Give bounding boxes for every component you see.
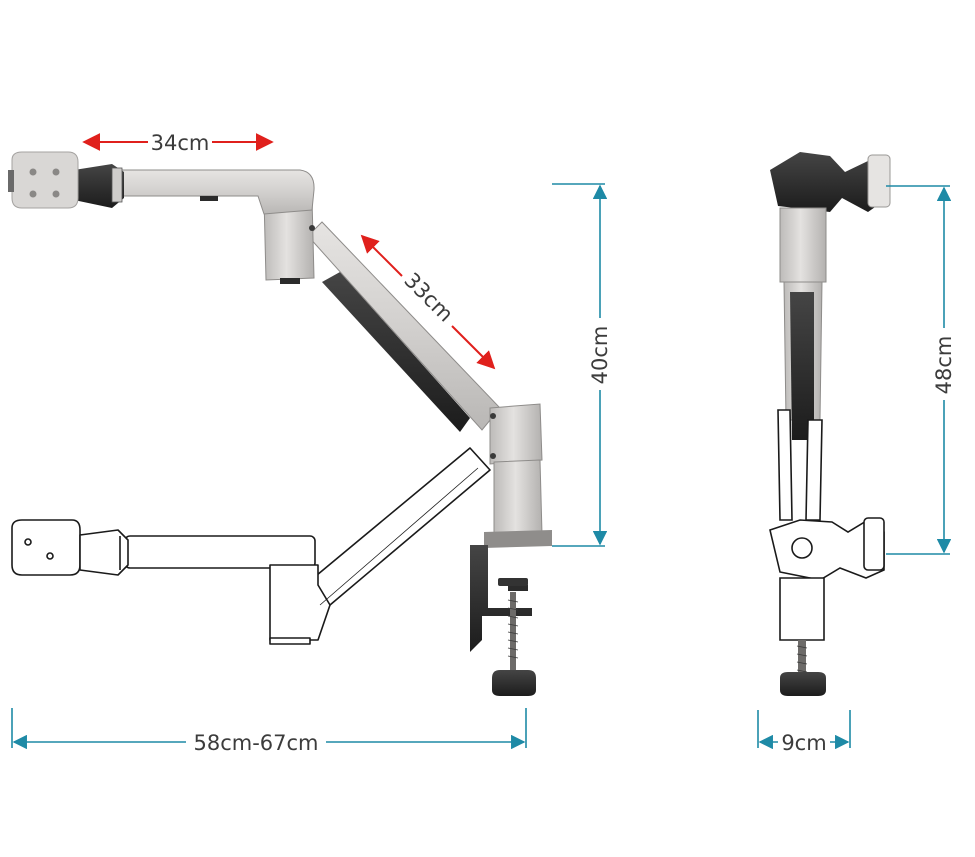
vesa-plate bbox=[11, 151, 79, 209]
pole-column bbox=[493, 459, 543, 537]
lowered-vesa-plate bbox=[11, 519, 81, 576]
side-gas-spring bbox=[790, 292, 814, 440]
gas-spring-cover bbox=[322, 272, 470, 432]
dimension-arm-front-label: 34cm bbox=[151, 131, 210, 155]
dimension-arm-front: 34cm bbox=[82, 131, 274, 155]
dimension-width-side-label: 9cm bbox=[781, 731, 826, 755]
side-view bbox=[769, 152, 891, 696]
dimension-height-side-label: 48cm bbox=[932, 336, 956, 395]
tilt-head bbox=[74, 164, 124, 208]
lowered-upper-arm bbox=[124, 535, 316, 569]
desk-clamp bbox=[470, 545, 536, 696]
side-column bbox=[779, 207, 827, 283]
upper-arm bbox=[119, 169, 315, 215]
dimension-height-side bbox=[886, 185, 952, 555]
dimension-width-total bbox=[11, 708, 527, 750]
clamp-screw bbox=[510, 592, 516, 670]
pole-base-flange bbox=[484, 530, 552, 548]
dimension-width-total-label: 58cm-67cm bbox=[193, 731, 318, 755]
raised-arm bbox=[8, 151, 552, 548]
lowered-tilt-head bbox=[79, 529, 129, 576]
lowered-diagonal-arm bbox=[304, 447, 491, 606]
diagonal-arm bbox=[307, 221, 501, 431]
dimension-height-front bbox=[552, 183, 608, 547]
base-joint bbox=[489, 403, 543, 465]
dimension-height-front-label: 40cm bbox=[588, 326, 612, 385]
lowered-arm-outline bbox=[11, 447, 491, 645]
dimension-width-side bbox=[757, 710, 851, 750]
clamp-knob bbox=[492, 670, 536, 696]
